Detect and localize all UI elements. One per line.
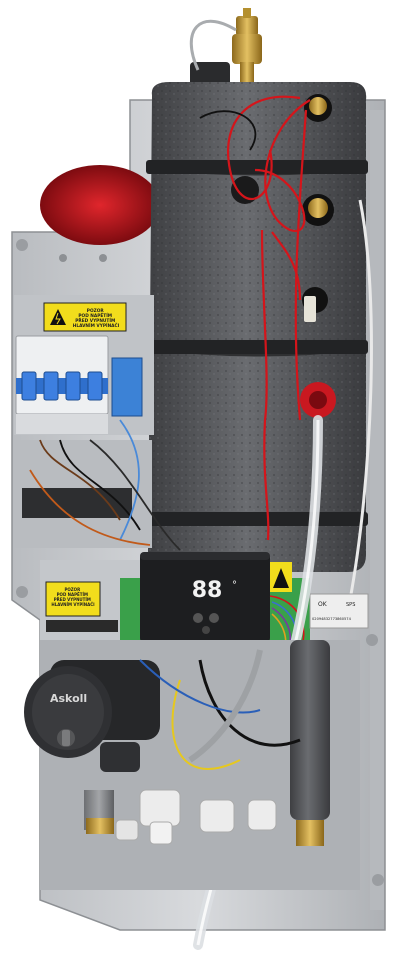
warning-bottom-line-3: PŘED VYPNUTÍM — [54, 597, 91, 602]
control-display-value: 88 — [192, 578, 223, 603]
cylinder-fittings — [231, 94, 336, 418]
black-wire-loop — [199, 110, 257, 151]
heat-exchanger-insulation — [146, 82, 368, 572]
capillary-tube — [189, 19, 237, 71]
warning-label-top: POZOR POD NAPĚTÍM PŘED VYPNUTÍM HLAVNÍM … — [73, 308, 120, 329]
terminal-block — [22, 488, 132, 518]
sticker-code: SPS — [346, 602, 355, 608]
warning-bottom-line-4: HLAVNÍM VYPÍNAČI — [51, 602, 95, 607]
braided-hose — [188, 649, 263, 763]
air-vent-valve — [232, 8, 262, 88]
info-sticker — [309, 593, 369, 629]
red-wiring — [227, 95, 311, 541]
multicolor-wiring — [29, 419, 181, 551]
warning-top-line-3: PŘED VYPNUTÍM — [75, 316, 115, 324]
pipe-outlet — [296, 820, 324, 846]
warning-top-line-1: POZOR — [87, 308, 105, 314]
warning-top-line-2: POD NAPĚTÍM — [78, 311, 112, 319]
sticker-serial: 02094832773860574 — [312, 617, 352, 621]
warning-bottom-line-1: POZOR — [64, 587, 80, 592]
warning-top-line-4: HLAVNÍM VYPÍNAČI — [73, 321, 120, 329]
control-display-unit: ° — [232, 580, 237, 591]
white-wire — [348, 199, 373, 601]
circulation-pump — [24, 660, 160, 772]
circuit-breakers — [15, 335, 143, 434]
warning-label-bottom-box — [45, 581, 101, 617]
return-pipe — [290, 640, 330, 820]
sticker-ok: OK — [318, 601, 328, 608]
yellow-wire — [171, 679, 241, 770]
warning-label-bottom: POZOR POD NAPĚTÍM PŘED VYPNUTÍM HLAVNÍM … — [51, 587, 95, 607]
gauge-housing — [190, 62, 230, 86]
control-unit — [140, 552, 270, 644]
pump-brand: Askoll — [50, 692, 87, 705]
ground-terminal-row — [46, 620, 118, 632]
expansion-vessel — [40, 165, 160, 245]
bottom-connections — [84, 789, 277, 845]
warning-bottom-line-2: POD NAPĚTÍM — [57, 592, 88, 597]
